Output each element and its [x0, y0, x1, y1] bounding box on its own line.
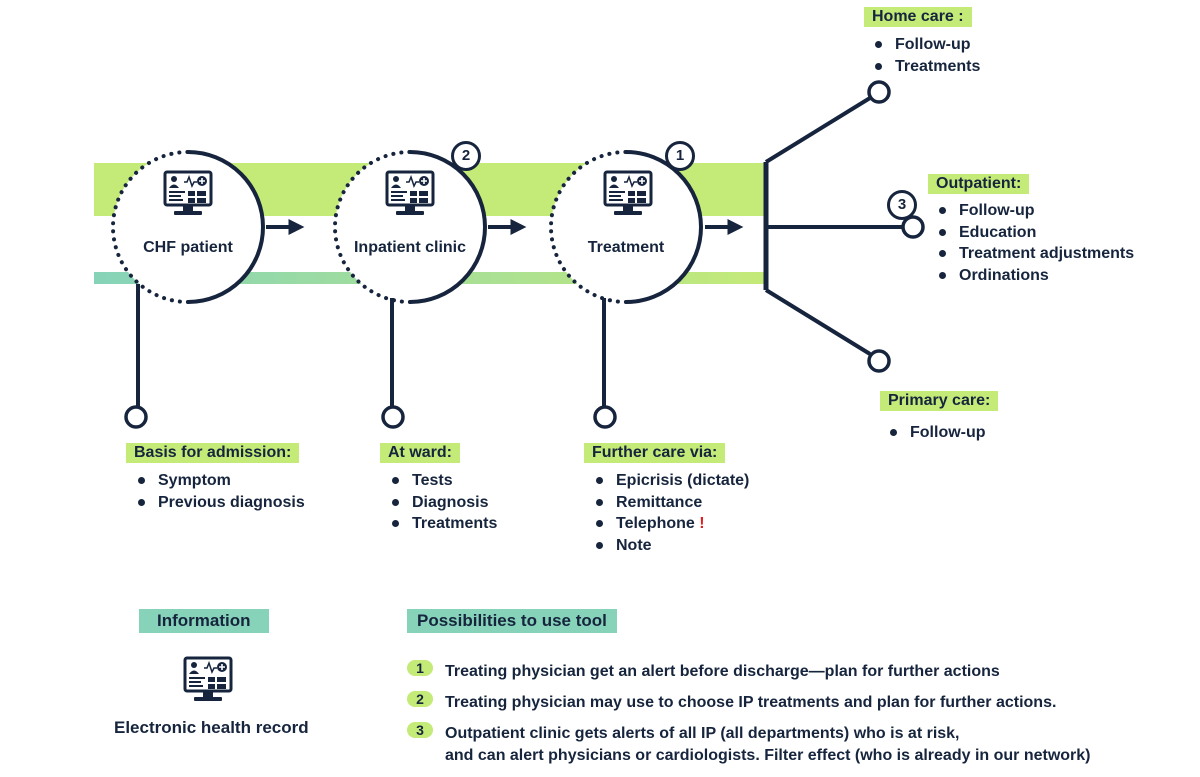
possibility-number: 2 — [407, 691, 433, 707]
list-item: Follow-up — [873, 34, 980, 56]
stage-circle-treatment — [549, 150, 703, 304]
home-care-heading: Home care : — [864, 7, 972, 27]
possibility-text: Treating physician may use to choose IP … — [445, 694, 1057, 711]
alert-mark: ! — [699, 515, 705, 532]
stage-circle-inpatient — [333, 150, 487, 304]
list-item: Follow-up — [888, 422, 986, 444]
list-item: Previous diagnosis — [136, 492, 305, 514]
further-heading: Further care via: — [584, 443, 726, 463]
badge-2: 2 — [451, 141, 481, 171]
stage-label-inpatient: Inpatient clinic — [353, 239, 466, 256]
badge-1: 1 — [665, 141, 695, 171]
possibilities-heading: Possibilities to use tool — [407, 609, 617, 633]
basis-list: Symptom Previous diagnosis — [136, 470, 305, 513]
possibility-number: 1 — [407, 660, 433, 676]
list-item: Symptom — [136, 470, 305, 492]
list-item: Epicrisis (dictate) — [594, 470, 749, 492]
badge-3: 3 — [887, 190, 917, 220]
list-item: Telephone ! — [594, 513, 749, 535]
connector-further — [593, 298, 617, 429]
ward-heading: At ward: — [380, 443, 460, 463]
stage-label-treatment: Treatment — [587, 239, 665, 256]
possibility-text: Outpatient clinic gets alerts of all IP … — [445, 725, 960, 742]
list-item: Treatment adjustments — [937, 243, 1134, 265]
information-heading: Information — [139, 609, 269, 633]
connector-basis — [124, 284, 148, 429]
primary-care-heading: Primary care: — [880, 391, 999, 411]
telephone-label: Telephone — [616, 515, 695, 532]
basis-heading: Basis for admission: — [126, 443, 300, 463]
list-item: Remittance — [594, 492, 749, 514]
list-item: Education — [937, 222, 1134, 244]
stage-circle-chf — [111, 150, 265, 304]
possibility-number: 3 — [407, 722, 433, 738]
connector-ward — [381, 298, 405, 429]
stage-label-chf: CHF patient — [143, 239, 233, 256]
primary-care-list: Follow-up — [888, 422, 986, 444]
list-item: Follow-up — [937, 200, 1134, 222]
list-item: Diagnosis — [390, 492, 497, 514]
list-item: Treatments — [873, 56, 980, 78]
possibility-text-continued: and can alert physicians or cardiologist… — [445, 747, 1091, 764]
further-list: Epicrisis (dictate) Remittance Telephone… — [594, 470, 749, 556]
ehr-monitor-icon — [183, 656, 233, 703]
possibility-text: Treating physician get an alert before d… — [445, 663, 1000, 680]
branch-fork — [763, 80, 925, 373]
outpatient-heading: Outpatient: — [928, 174, 1030, 194]
list-item: Treatments — [390, 513, 497, 535]
outpatient-list: Follow-up Education Treatment adjustment… — [937, 200, 1134, 286]
list-item: Note — [594, 535, 749, 557]
list-item: Tests — [390, 470, 497, 492]
list-item: Ordinations — [937, 265, 1134, 287]
home-care-list: Follow-up Treatments — [873, 34, 980, 77]
ward-list: Tests Diagnosis Treatments — [390, 470, 497, 535]
ehr-label: Electronic health record — [114, 718, 309, 737]
